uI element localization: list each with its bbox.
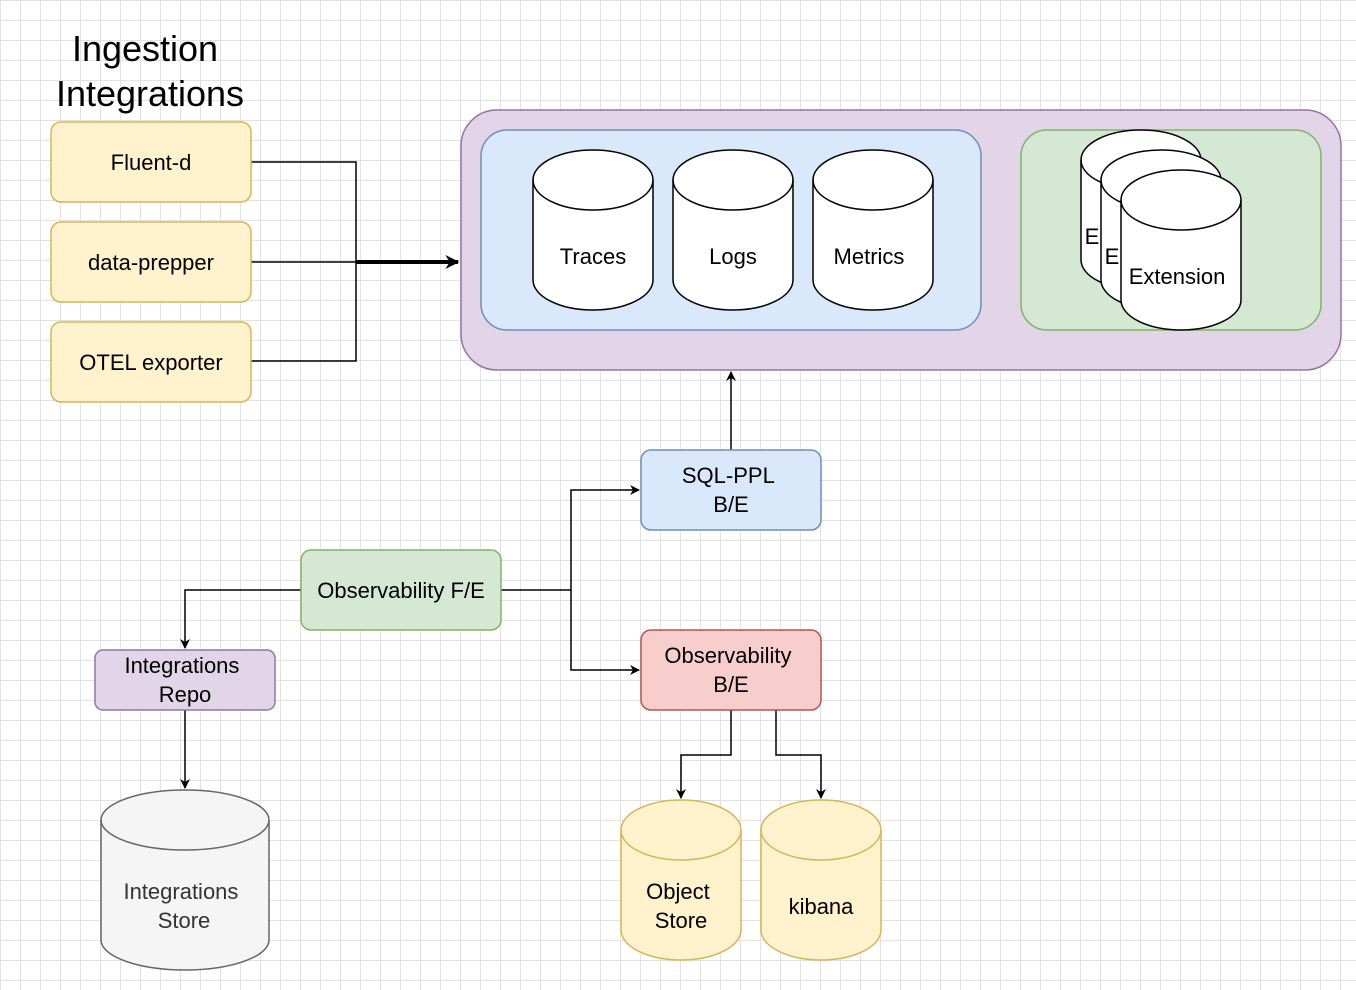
observability-fe-box: Observability F/E — [300, 549, 502, 631]
kibana-cylinder: kibana — [760, 799, 882, 961]
extension-middle-label: E — [1105, 244, 1120, 269]
otel-exporter-box: OTEL exporter — [50, 321, 252, 403]
data-prepper-box: data-prepper — [50, 221, 252, 303]
integrations-store-label: Integrations Store — [123, 879, 244, 933]
integrations-repo-label: Integrations Repo — [124, 653, 245, 707]
lower-connectors — [180, 371, 826, 799]
integrations-repo-box: Integrations Repo — [94, 649, 276, 711]
fluentd-box: Fluent-d — [50, 121, 252, 203]
metrics-cylinder: Metrics — [812, 149, 934, 311]
diagram-title: Ingestion Integrations — [56, 28, 244, 114]
logs-cylinder: Logs — [672, 149, 794, 311]
fluentd-shape — [50, 121, 252, 203]
traces-label: Traces — [560, 244, 626, 269]
object-store-cylinder: Object Store — [620, 799, 742, 961]
integrations-store-cylinder: Integrations Store — [100, 789, 270, 971]
logs-label: Logs — [709, 244, 757, 269]
observability-be-box: Observability B/E — [640, 629, 822, 711]
kibana-label: kibana — [789, 894, 855, 919]
observability-be-label: Observability B/E — [664, 643, 797, 697]
extension-back-label: E — [1085, 224, 1100, 249]
object-store-label: Object Store — [646, 879, 716, 933]
extension-label: Extension — [1129, 264, 1226, 289]
otel-exporter-label: OTEL exporter — [79, 350, 222, 375]
extension-cylinder-front: Extension — [1120, 169, 1242, 331]
traces-cylinder: Traces — [532, 149, 654, 311]
fluentd-label: Fluent-d — [111, 150, 192, 175]
observability-fe-label: Observability F/E — [317, 578, 485, 603]
ingestion-connectors — [251, 161, 460, 362]
data-prepper-label: data-prepper — [88, 250, 214, 275]
metrics-label: Metrics — [834, 244, 905, 269]
sql-ppl-be-label: SQL-PPL B/E — [682, 463, 780, 517]
sql-ppl-be-box: SQL-PPL B/E — [640, 449, 822, 531]
